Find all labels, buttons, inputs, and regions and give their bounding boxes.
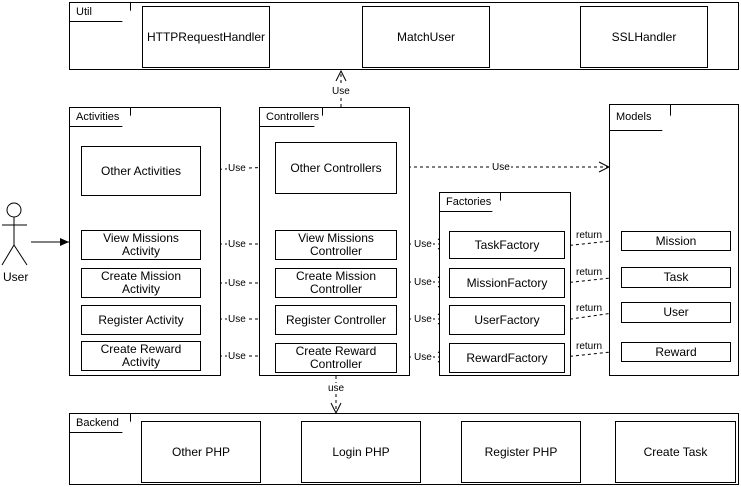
factories-package: Factories TaskFactory MissionFactory Use…: [439, 192, 571, 376]
edge-label-use: Use: [491, 162, 511, 173]
view-missions-activity: View Missions Activity: [81, 230, 201, 260]
user-factory: UserFactory: [449, 305, 565, 335]
edge-label-use: Use: [331, 86, 351, 97]
edge-label-use-lower: use: [327, 383, 346, 394]
edge-label-use: Use: [227, 163, 247, 174]
factories-package-title: Factories: [439, 192, 501, 212]
register-activity: Register Activity: [81, 305, 201, 335]
edge-label-return: return: [575, 303, 604, 314]
create-mission-activity: Create Mission Activity: [81, 268, 201, 298]
user-actor-icon: [1, 202, 28, 266]
controllers-package: Controllers Other Controllers View Missi…: [259, 107, 410, 376]
backend-package: Backend Other PHP Login PHP Register PHP…: [69, 413, 739, 485]
activities-package-title: Activities: [69, 107, 131, 127]
models-package: Models Mission Task User Reward: [609, 104, 739, 376]
model-mission: Mission: [621, 231, 731, 251]
edge-label-use: Use: [413, 277, 433, 288]
register-controller: Register Controller: [275, 305, 397, 335]
util-package: Util HTTPRequestHandler MatchUser SSLHan…: [69, 2, 739, 70]
backend-create-task: Create Task: [615, 421, 736, 483]
edge-label-use: Use: [413, 314, 433, 325]
reward-factory: RewardFactory: [449, 343, 565, 373]
edge-label-use: Use: [227, 314, 247, 325]
model-reward: Reward: [621, 342, 731, 362]
class-http-request-handler: HTTPRequestHandler: [142, 6, 270, 68]
actor-user-label: User: [3, 270, 29, 284]
edge-label-use: Use: [227, 239, 247, 250]
edge-label-return: return: [575, 230, 604, 241]
class-match-user: MatchUser: [362, 6, 490, 68]
class-ssl-handler: SSLHandler: [580, 6, 708, 68]
activities-package: Activities Other Activities View Mission…: [69, 107, 221, 376]
edge-label-return: return: [575, 267, 604, 278]
create-reward-controller: Create Reward Controller: [275, 343, 397, 373]
edge-label-use: Use: [413, 239, 433, 250]
util-package-title: Util: [69, 2, 131, 22]
model-user: User: [621, 302, 731, 323]
model-task: Task: [621, 267, 731, 288]
edge-label-use: Use: [227, 278, 247, 289]
backend-other-php: Other PHP: [141, 421, 261, 483]
backend-package-title: Backend: [69, 413, 131, 433]
other-activities: Other Activities: [81, 146, 201, 196]
models-package-title: Models: [609, 104, 671, 131]
mission-factory: MissionFactory: [449, 268, 565, 298]
view-missions-controller: View Missions Controller: [275, 230, 397, 260]
edge-label-use: Use: [413, 352, 433, 363]
create-reward-activity: Create Reward Activity: [81, 341, 201, 371]
backend-register-php: Register PHP: [461, 421, 581, 483]
backend-login-php: Login PHP: [301, 421, 421, 483]
task-factory: TaskFactory: [449, 231, 565, 259]
create-mission-controller: Create Mission Controller: [275, 268, 397, 298]
controllers-package-title: Controllers: [259, 107, 323, 127]
other-controllers: Other Controllers: [275, 142, 397, 194]
edge-label-return: return: [575, 341, 604, 352]
edge-label-use: Use: [227, 351, 247, 362]
